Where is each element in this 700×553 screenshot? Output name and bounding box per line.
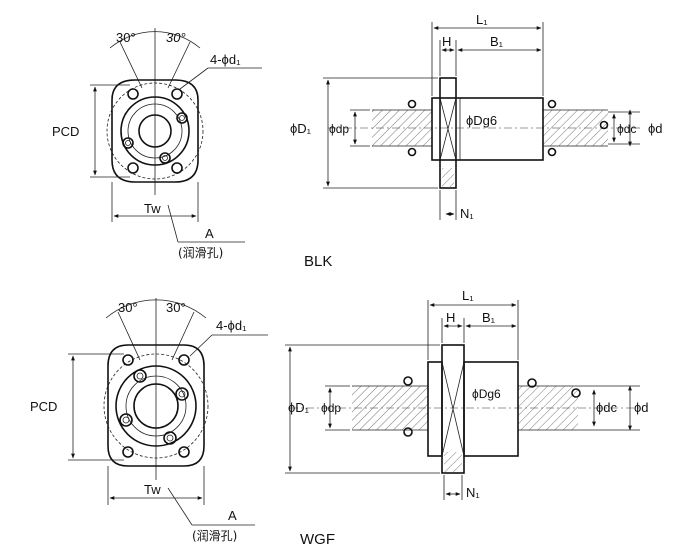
wgf-a-label: A [228,508,237,523]
blk-dc-label: ϕdc [617,122,636,136]
wgf-side-view [285,300,640,500]
wgf-h-label: H [446,310,455,325]
wgf-pcd-label: PCD [30,399,57,414]
wgf-dp-label: ϕdp [321,401,341,415]
wgf-dg6-label: ϕDg6 [472,387,501,401]
blk-a-label: A [205,226,214,241]
blk-pcd-label: PCD [52,124,79,139]
blk-dp-label: ϕdp [329,122,349,136]
wgf-angle-right-label: 30° [166,300,186,315]
blk-front-view [90,28,262,243]
blk-b1-label: B₁ [490,34,504,49]
blk-model-label: BLK [304,253,332,270]
blk-d-label: ϕd [648,121,663,136]
wgf-tw-label: Tw [144,482,161,497]
blk-lube-hole-label: (润滑孔) [178,246,223,260]
wgf-angle-left-label: 30° [118,300,138,315]
wgf-d-label: ϕd [634,400,649,415]
wgf-dc-label: ϕdc [596,400,618,415]
blk-tw-label: Tw [144,201,161,216]
blk-holes-label: 4-ϕd₁ [210,52,241,67]
wgf-holes-label: 4-ϕd₁ [216,318,247,333]
blk-side-view [323,22,640,220]
wgf-model-label: WGF [300,531,335,548]
blk-h-label: H [442,34,451,49]
blk-angle-right-label: 30° [166,30,186,45]
blk-l1-label: L₁ [476,12,488,27]
blk-d1-label: ϕD₁ [290,121,312,136]
wgf-n1-label: N₁ [466,485,480,500]
blk-angle-left-label: 30° [116,30,136,45]
blk-n1-label: N₁ [460,206,474,221]
wgf-lube-hole-label: (润滑孔) [192,529,237,543]
wgf-b1-label: B₁ [482,310,496,325]
wgf-front-view [68,298,268,526]
wgf-d1-label: ϕD₁ [288,400,310,415]
wgf-l1-label: L₁ [462,288,474,303]
blk-dg6-label: ϕDg6 [466,113,497,128]
